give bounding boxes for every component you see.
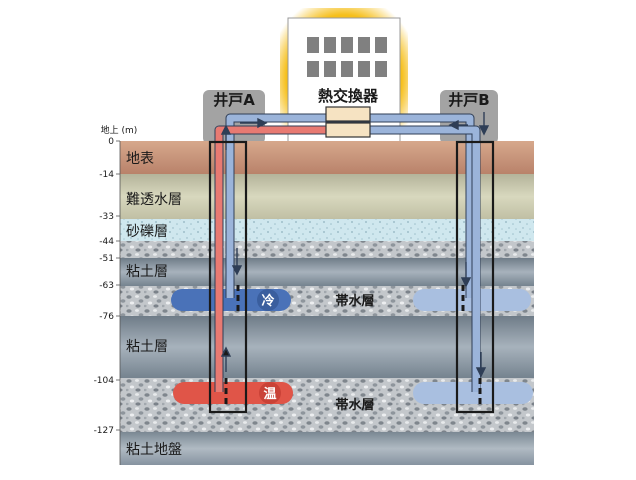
- depth-tick-label: 0: [108, 137, 114, 147]
- badge-cold: 冷: [257, 289, 279, 311]
- layer-label-base: 粘土地盤: [126, 442, 182, 458]
- badge-warm: 温: [259, 382, 281, 404]
- flow-arrows: [220, 112, 490, 378]
- layer-label-surface: 地表: [126, 151, 154, 167]
- depth-tick-label: -127: [94, 426, 114, 436]
- depth-axis: 地上 (m) 0 -14 -33 -44 -51 -63 -76 -104 -127: [94, 124, 138, 465]
- depth-tick-label: -63: [99, 281, 114, 291]
- layer-label-gravel: 砂礫層: [126, 224, 168, 240]
- warm-plume-b: [413, 382, 533, 404]
- axis-label: 地上 (m): [101, 124, 138, 136]
- well-a-label: 井戸A: [213, 91, 255, 109]
- well-b-label: 井戸B: [448, 91, 489, 109]
- depth-tick-label: -104: [94, 376, 115, 386]
- depth-tick-label: -51: [99, 254, 114, 264]
- depth-tick-label: -14: [99, 170, 114, 180]
- aquifer-label-lower: 帯水層: [335, 397, 374, 413]
- well-a-frame: [208, 140, 248, 414]
- layer-surface: [120, 141, 534, 174]
- depth-tick-label: -76: [99, 312, 114, 322]
- layer-base: [120, 432, 534, 465]
- heat-exchanger-building: [280, 8, 408, 148]
- heat-exchanger-plate-2: [325, 122, 371, 138]
- aquifer-label-upper: 帯水層: [335, 293, 374, 309]
- heat-exchanger-label: 熱交換器: [318, 87, 379, 105]
- building-windows: [307, 37, 387, 77]
- depth-tick-label: -44: [99, 237, 114, 247]
- heat-exchanger-plate-1: [325, 106, 371, 122]
- layer-aquitard: [120, 174, 534, 219]
- layer-label-clay-1: 粘土層: [126, 264, 168, 280]
- layer-label-aquitard: 難透水層: [126, 192, 182, 208]
- svg-text:温: 温: [263, 387, 276, 402]
- svg-text:冷: 冷: [261, 293, 274, 309]
- well-b-frame: [455, 140, 495, 414]
- layer-clay-2: [120, 316, 534, 378]
- layer-label-clay-2: 粘土層: [126, 339, 168, 355]
- depth-tick-label: -33: [99, 212, 114, 222]
